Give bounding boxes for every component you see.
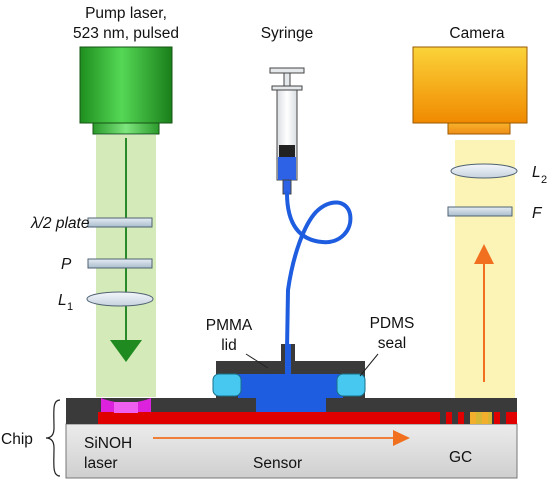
- sinoh-label-line1: SiNOH: [84, 435, 132, 452]
- camera: [412, 46, 528, 135]
- pump-laser-label-line2: 523 nm, pulsed: [73, 25, 179, 42]
- waveguide-layer: [98, 412, 517, 424]
- chip-brace: [45, 399, 61, 477]
- lens-l1-label: L: [58, 292, 67, 309]
- lens-l2-subscript: 2: [541, 174, 547, 186]
- pump-laser: [79, 46, 173, 135]
- pump-laser-label-line1: Pump laser,: [85, 5, 167, 22]
- pdms-seal-right: [336, 373, 366, 397]
- lens-l2-label: L: [532, 164, 541, 181]
- pdms-label-line2: seal: [378, 335, 406, 352]
- pdms-label-line1: PDMS: [370, 315, 415, 332]
- fluidic-chamber: [238, 374, 343, 412]
- filter: [447, 206, 513, 217]
- lens-l1-subscript: 1: [67, 301, 73, 313]
- filter-label: F: [532, 205, 543, 222]
- sensor-label: Sensor: [253, 455, 302, 472]
- gc-label: GC: [449, 449, 472, 466]
- polarizer: [87, 258, 153, 269]
- lens-l2: [450, 163, 518, 179]
- half-wave-plate: [87, 217, 153, 228]
- propagation-arrowhead: [393, 430, 410, 446]
- pmma-label-line1: PMMA: [206, 317, 253, 334]
- pmma-leader: [245, 353, 269, 369]
- chip-label: Chip: [1, 431, 33, 448]
- lens-l1: [86, 291, 154, 307]
- half-wave-plate-label: λ/2 plate: [30, 215, 90, 232]
- polarizer-label: P: [61, 256, 72, 273]
- syringe: [269, 67, 305, 195]
- tubing: [285, 191, 353, 352]
- emission-arrowhead: [474, 244, 494, 264]
- grating-coupler: [440, 410, 506, 424]
- sinoh-label-line2: laser: [84, 455, 118, 472]
- chip-substrate: [65, 423, 518, 479]
- pump-beam-arrowhead: [110, 340, 142, 362]
- camera-label: Camera: [449, 25, 505, 42]
- pdms-leader: [359, 353, 379, 377]
- syringe-label: Syringe: [261, 25, 314, 42]
- pdms-seal-left: [212, 373, 242, 397]
- pmma-label-line2: lid: [221, 337, 237, 354]
